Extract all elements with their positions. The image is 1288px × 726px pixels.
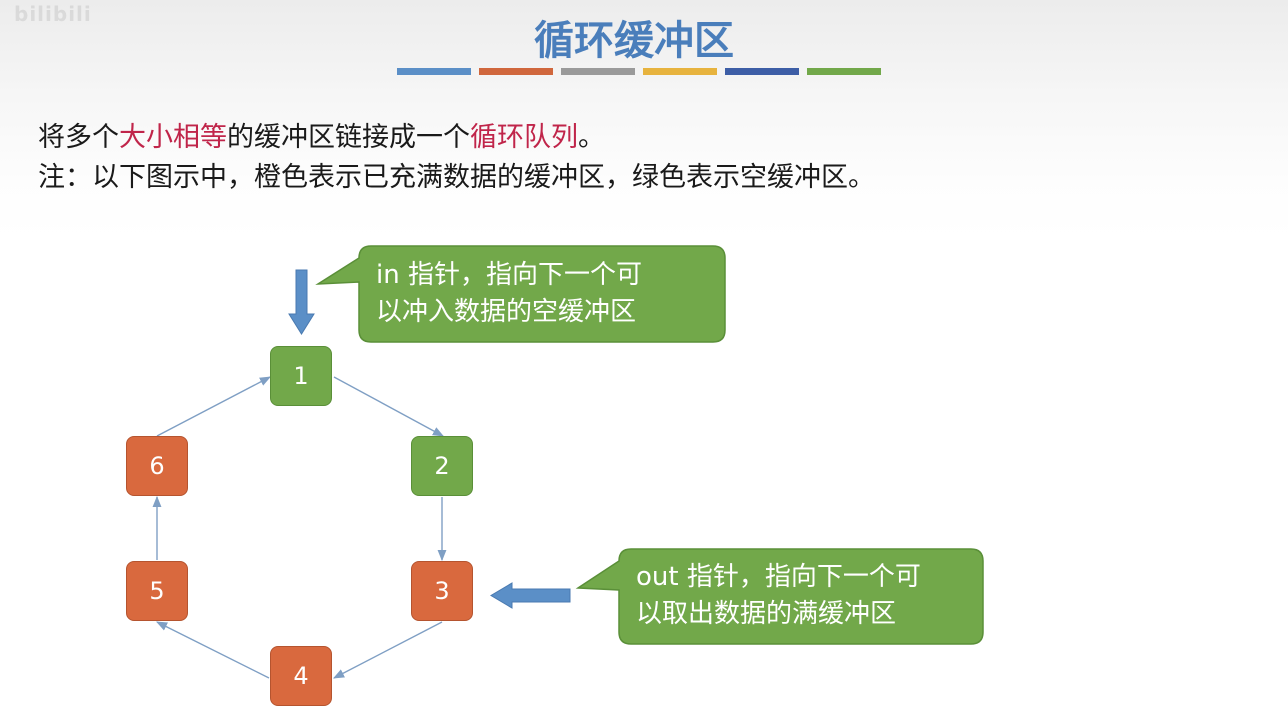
in-callout-bubble (315, 245, 726, 343)
buffer-box-5: 5 (126, 561, 188, 621)
accent-bar (643, 68, 717, 75)
link-arrow-6-1 (156, 376, 271, 437)
accent-bar (725, 68, 799, 75)
accent-bar (479, 68, 553, 75)
description-text: 的缓冲区链接成一个 (227, 122, 470, 153)
accent-bar (561, 68, 635, 75)
out-callout-text: out 指针，指向下一个可 以取出数据的满缓冲区 (636, 559, 921, 633)
buffer-label: 3 (434, 577, 450, 605)
in-callout-line: 以冲入数据的空缓冲区 (376, 297, 637, 327)
watermark-logo: bilibili (14, 2, 92, 26)
highlight-circular-queue: 循环队列 (470, 122, 578, 153)
description-text: 将多个 (38, 122, 119, 153)
link-arrow-1-2 (333, 376, 444, 437)
in-callout-text: in 指针，指向下一个可 以冲入数据的空缓冲区 (376, 257, 642, 331)
slide-title: 循环缓冲区 (534, 18, 734, 64)
description-text: 。 (578, 122, 605, 153)
description-line: 将多个大小相等的缓冲区链接成一个循环队列。 (38, 115, 605, 154)
note-line: 注：以下图示中，橙色表示已充满数据的缓冲区，绿色表示空缓冲区。 (38, 162, 875, 193)
out-callout-bubble (575, 548, 984, 645)
in-callout-line: in 指针，指向下一个可 (376, 260, 642, 290)
buffer-label: 6 (149, 452, 165, 480)
buffer-box-6: 6 (126, 436, 188, 496)
buffer-label: 4 (293, 662, 309, 690)
highlight-equal-size: 大小相等 (119, 122, 227, 153)
buffer-label: 1 (293, 362, 309, 390)
buffer-box-4: 4 (270, 646, 332, 706)
in-pointer-arrow (288, 269, 315, 335)
out-callout-line: 以取出数据的满缓冲区 (636, 599, 897, 629)
buffer-box-1: 1 (270, 346, 332, 406)
buffer-label: 2 (434, 452, 450, 480)
out-callout-line: out 指针，指向下一个可 (636, 562, 921, 592)
buffer-label: 5 (149, 577, 165, 605)
accent-bar (397, 68, 471, 75)
out-pointer-arrow (490, 582, 571, 609)
buffer-box-2: 2 (411, 436, 473, 496)
accent-bar (807, 68, 881, 75)
link-arrow-4-5 (155, 621, 270, 679)
link-arrow-3-4 (333, 621, 443, 679)
buffer-box-3: 3 (411, 561, 473, 621)
